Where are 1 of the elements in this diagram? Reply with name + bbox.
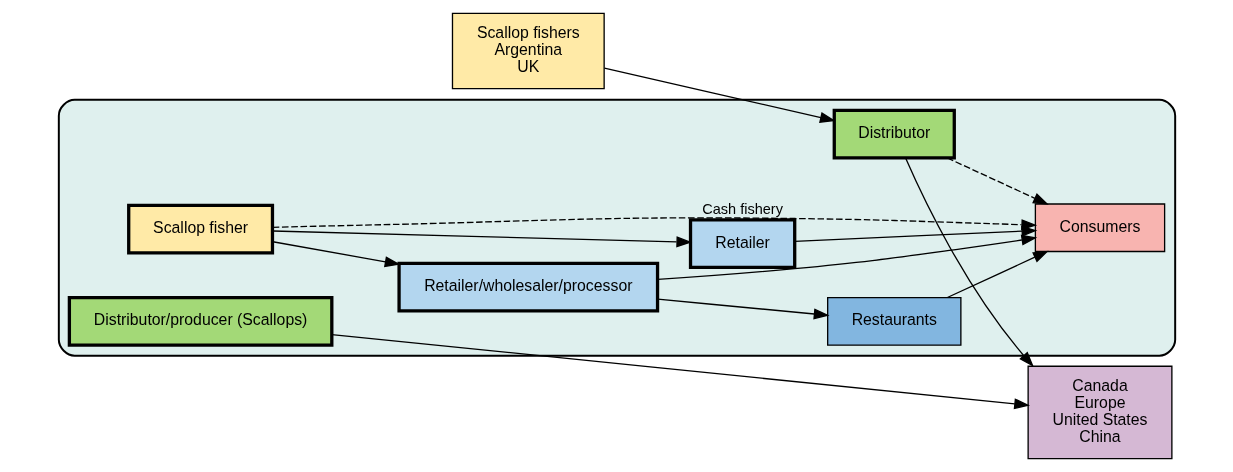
edge-label: Cash fishery — [701, 201, 783, 218]
